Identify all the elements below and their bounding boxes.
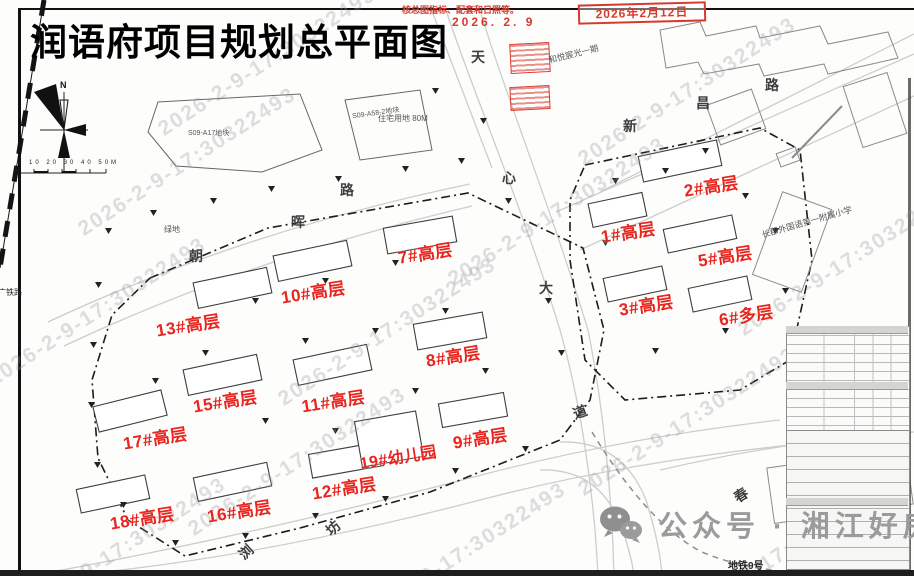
red-seal-stamp [509,41,551,75]
approval-date-stamp: 2026年2月12日 [577,1,707,25]
scale-bar-ticks: 0 10 20 30 40 50M [18,160,120,166]
building-footprints [75,139,753,514]
railway-label: 广铁路 [0,288,22,297]
road-char-chao: 朝 [189,248,203,264]
drawing-border-top [18,8,914,10]
red-seal-stamp [509,84,551,112]
indicator-table-header [786,326,908,334]
wechat-footer: 公众号 · 湘江好房汇 [598,503,914,545]
bottom-black-strip [0,570,914,576]
elevation-markers [88,88,789,546]
road-char-chang: 昌 [696,95,710,111]
compass-icon [34,84,88,172]
road-char-tian: 天 [471,49,485,65]
review-note-stamp: 核总图指标、配套和日照等。 [402,5,520,15]
land-use-label: 住宅用地 80M [378,114,428,123]
road-char-xin: 新 [623,118,637,134]
drawing-border-left [18,8,21,570]
wechat-icon [600,506,642,543]
road-char-lu1: 路 [765,77,779,93]
metro-line [591,431,793,573]
page-title: 润语府项目规划总平面图 [30,22,448,63]
road-char-lu2: 路 [340,182,354,198]
compass-north-label: N [60,80,67,90]
review-date-stamp: 2026. 2. 9 [452,15,536,29]
green-space-label: 绿地 [164,225,180,234]
road-char-da: 大 [539,280,553,296]
drawing-border-right [908,78,911,570]
metro-label: 地铁9号 [728,561,764,572]
road-char-xin2: 心 [502,170,516,186]
road-char-hui: 晖 [291,214,305,230]
railway-line [0,0,47,269]
parcel-boundaries [91,127,813,557]
scale-bar [19,169,107,174]
indicator-table-header [786,498,908,506]
wechat-account-label: 公众号 · 湘江好房汇 [658,511,914,543]
parcel-a-label: S09-A17地块 [188,130,230,137]
indicator-table-header [786,382,908,390]
